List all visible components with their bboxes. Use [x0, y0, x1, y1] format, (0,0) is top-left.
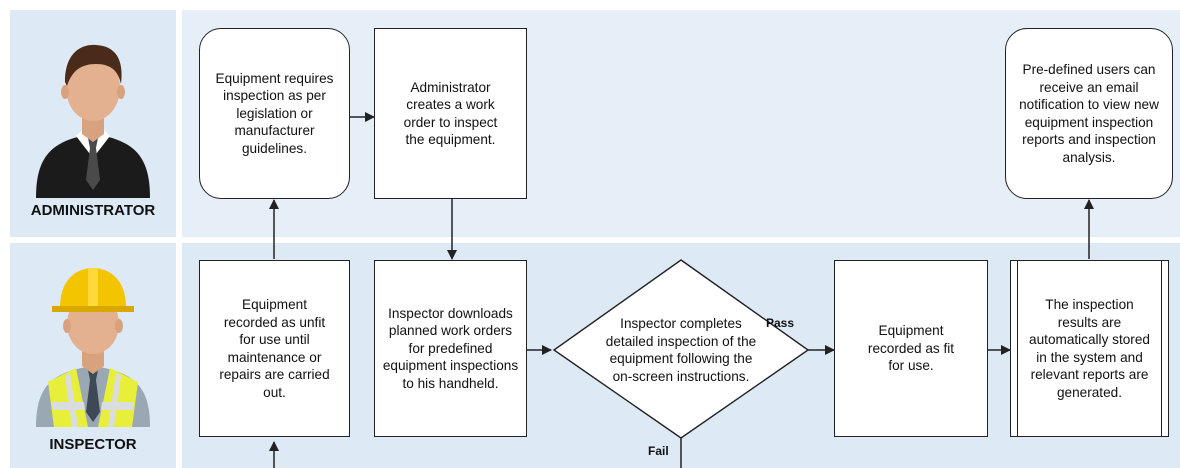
downloads-orders-node: Inspector downloads planned work orders …	[374, 260, 527, 437]
inspector-avatar	[36, 268, 150, 427]
results-stored-text: The inspection results are automatically…	[1029, 297, 1150, 400]
downloads-orders-text: Inspector downloads planned work orders …	[382, 305, 519, 391]
recorded-fit-node: Equipment recorded as fit for use.	[834, 260, 988, 437]
requires-inspection-node: Equipment requires inspection as per leg…	[199, 28, 350, 199]
decision-diamond	[552, 259, 810, 439]
administrator-avatar	[36, 44, 150, 198]
email-notification-node: Pre-defined users can receive an email n…	[1005, 28, 1173, 199]
fail-label: Fail	[648, 444, 669, 458]
recorded-fit-text: Equipment recorded as fit for use.	[867, 323, 955, 374]
pass-label: Pass	[766, 316, 795, 330]
recorded-unfit-text: Equipment recorded as unfit for use unti…	[219, 297, 330, 400]
administrator-label: ADMINISTRATOR	[30, 202, 156, 219]
inspector-label: INSPECTOR	[49, 436, 137, 453]
detailed-inspection-text: Inspector completes detailed inspection …	[605, 316, 757, 384]
requires-inspection-text: Equipment requires inspection as per leg…	[215, 70, 334, 156]
create-work-order-text: Administrator creates a work order to in…	[403, 79, 498, 148]
create-work-order-node: Administrator creates a work order to in…	[374, 28, 527, 199]
email-notification-text: Pre-defined users can receive an email n…	[1019, 62, 1159, 165]
recorded-unfit-node: Equipment recorded as unfit for use unti…	[199, 260, 350, 437]
results-stored-node: The inspection results are automatically…	[1010, 260, 1169, 437]
